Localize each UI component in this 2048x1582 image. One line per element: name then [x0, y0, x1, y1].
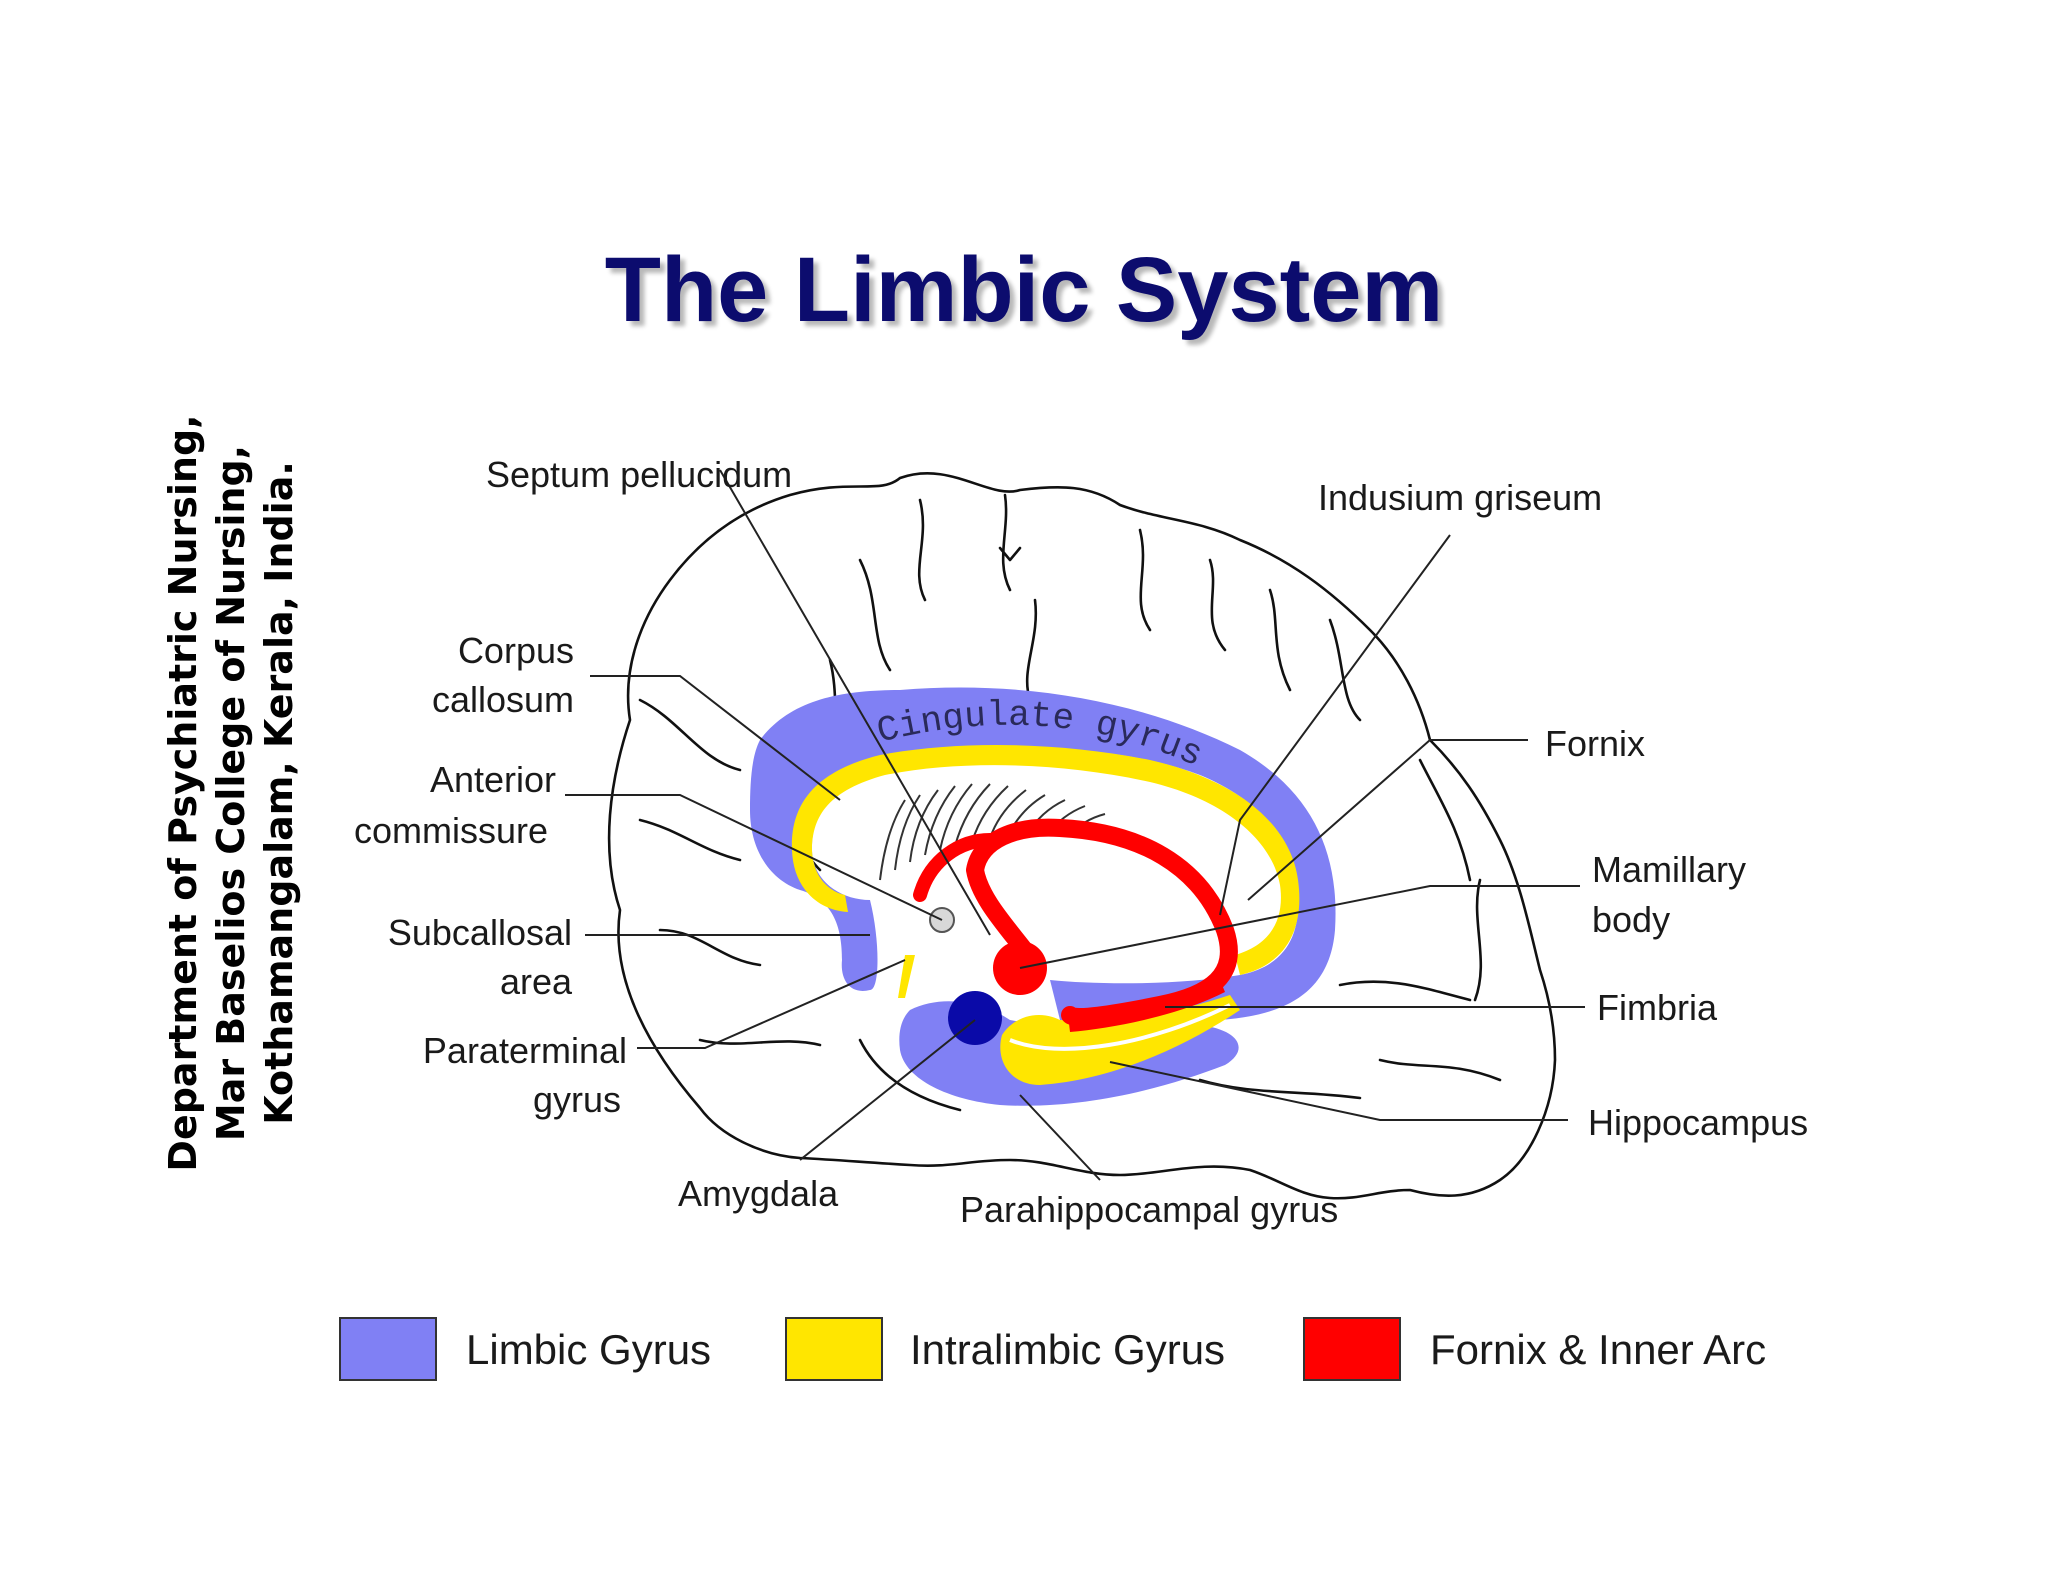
fornix-inner-arc [913, 833, 997, 902]
label-fimbria: Fimbria [1597, 987, 1718, 1028]
legend-label-fornix: Fornix & Inner Arc [1430, 1326, 1766, 1373]
leader-amygdala [799, 1019, 976, 1161]
label-corpus-callosum: Corpus [458, 630, 574, 671]
legend-label-intralimbic: Intralimbic Gyrus [910, 1326, 1225, 1373]
label-hippocampus: Hippocampus [1588, 1102, 1808, 1143]
label-anterior-commissure: commissure [354, 810, 548, 851]
leader-anterior [565, 794, 943, 921]
fimbria-strip [1068, 980, 1225, 1032]
paraterminal-strip [898, 955, 915, 998]
brain-sulci [638, 493, 1502, 1112]
label-paraterminal-gyrus: Paraterminal [423, 1030, 627, 1071]
leader-hippocampus [1109, 1061, 1568, 1121]
leader-paraterminal [637, 959, 906, 1049]
label-mamillary-body: Mamillary [1592, 849, 1746, 890]
legend-swatch-fornix [1303, 1317, 1401, 1381]
label-subcallosal-area: area [500, 961, 573, 1002]
limbic-gyrus-upper [750, 687, 1336, 1024]
legend-swatch-limbic [339, 1317, 437, 1381]
intralimbic-gyrus-lower [1000, 995, 1240, 1085]
label-amygdala: Amygdala [678, 1173, 839, 1214]
leader-septum [719, 469, 991, 936]
leader-mamillary [1019, 885, 1580, 969]
leader-lines [565, 469, 1585, 1181]
brain-outline [607, 472, 1557, 1200]
label-indusium-griseum: Indusium griseum [1318, 477, 1602, 518]
intralimbic-gyrus-upper [791, 744, 1300, 975]
page-title: The Limbic System [604, 239, 1444, 341]
label-septum-pellucidum: Septum pellucidum [486, 454, 792, 495]
legend-swatch-intralimbic [785, 1317, 883, 1381]
leader-fornix [1247, 739, 1528, 901]
label-subcallosal-area: Subcallosal [388, 912, 572, 953]
label-anterior-commissure: Anterior [430, 759, 556, 800]
label-corpus-callosum: callosum [432, 679, 574, 720]
label-mamillary-body: body [1592, 899, 1670, 940]
legend: Limbic Gyrus Intralimbic Gyrus Fornix & … [339, 1317, 1766, 1381]
legend-label-limbic: Limbic Gyrus [466, 1326, 711, 1373]
label-paraterminal-gyrus: gyrus [533, 1079, 621, 1120]
hippocampus-edge [1009, 1003, 1231, 1051]
leader-indusium [1219, 534, 1451, 916]
amygdala [948, 991, 1002, 1045]
leader-parahippocampal [1019, 1094, 1101, 1181]
leader-corpus [590, 675, 841, 801]
label-parahippocampal-gyrus: Parahippocampal gyrus [960, 1189, 1338, 1230]
label-fornix: Fornix [1545, 723, 1645, 764]
